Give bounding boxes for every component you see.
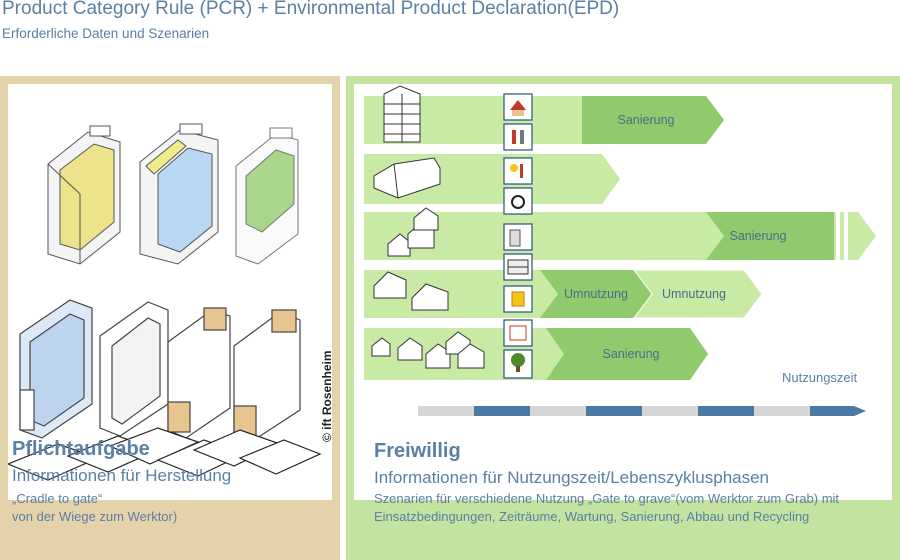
hall-building-icon (373, 157, 441, 199)
frame-section-brick (167, 307, 231, 439)
scenario-arrow-4-highlight-a (540, 270, 652, 318)
profile-section-green (235, 127, 299, 265)
voluntary-body: Szenarien für verschiedene Nutzung „Gate… (374, 491, 840, 524)
voluntary-image-area: Sanierung Sanierung Umnutzung Umnutzung … (354, 84, 892, 500)
two-houses-icon (373, 271, 449, 311)
mandatory-heading: Pflichtaufgabe (12, 438, 150, 460)
highrise-building-icon (383, 85, 421, 143)
window-profiles-illustration (6, 123, 322, 481)
mandatory-body-line1: „Cradle to gate“ (12, 491, 103, 506)
page-subtitle: Erforderliche Daten und Szenarien (2, 26, 210, 41)
arrow-label-3: Sanierung (730, 229, 787, 243)
arrow-label-4a: Umnutzung (564, 287, 628, 301)
lifecycle-scenarios-diagram: Sanierung Sanierung Umnutzung Umnutzung … (364, 85, 876, 416)
scenario-arrow-5-highlight (546, 328, 708, 380)
copyright-label: © ift Rosenheim (320, 350, 334, 442)
village-icon (371, 331, 485, 369)
house-cluster-icon (387, 207, 439, 257)
icon-glyphs (507, 100, 529, 372)
door-icon (509, 229, 521, 247)
window-tool-icon (509, 325, 527, 341)
scenario-arrow-4-highlight-b (633, 269, 763, 319)
voluntary-heading: Freiwillig (374, 440, 461, 462)
mandatory-image-area: © ift Rosenheim (6, 84, 334, 500)
sun-thermometer-icon (510, 164, 518, 172)
wheelchair-icon (511, 195, 525, 209)
arrow-label-1: Sanierung (618, 113, 675, 127)
voluntary-subheading: Informationen für Nutzungszeit/Lebenszyk… (374, 468, 770, 487)
timeline-arrow (418, 406, 866, 416)
mandatory-panel: © ift Rosenheim Pflichtaufgabe Informati… (0, 76, 340, 560)
frame-section-white (99, 301, 169, 437)
page-title: Product Category Rule (PCR) + Environmen… (2, 0, 620, 19)
usage-time-label: Nutzungszeit (782, 370, 858, 385)
voluntary-panel: Sanierung Sanierung Umnutzung Umnutzung … (346, 76, 900, 560)
house-icon (510, 100, 526, 110)
mandatory-body-line2: von der Wiege zum Werktor) (12, 509, 178, 524)
paint-bucket-icon (511, 291, 525, 307)
property-icons-column (503, 93, 533, 379)
mandatory-subheading: Informationen für Herstellung (12, 466, 232, 485)
profile-section-blue (139, 123, 219, 265)
profile-section-yellow (47, 125, 121, 265)
arrow-label-4b: Umnutzung (662, 287, 726, 301)
window-grids (6, 427, 322, 481)
frame-section-blue (19, 299, 93, 439)
scenario-arrow-1-highlight (582, 96, 724, 144)
tree-certificate-icon (511, 353, 525, 367)
frame-section-brick-2 (233, 309, 301, 441)
arrow-label-5: Sanierung (603, 347, 660, 361)
scenario-arrow-3-highlight (706, 212, 834, 260)
tools-icon (512, 130, 516, 144)
